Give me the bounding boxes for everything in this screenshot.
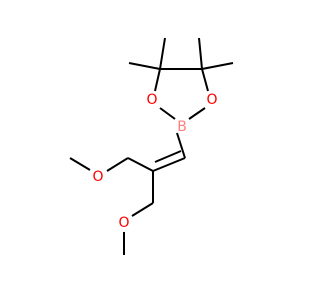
bond-methyl-2 (159, 37, 166, 70)
bond-lines (69, 37, 234, 255)
molecule-structure: B O O O O (69, 37, 234, 255)
bond-o-right-c (201, 68, 209, 92)
bond-o-ch3-upper (69, 157, 91, 171)
atom-oxygen-ring-left: O (146, 92, 157, 108)
bond-c-ch2-upper (127, 157, 154, 172)
bond-methyl-4 (201, 62, 234, 70)
bond-b-o-right (188, 107, 206, 120)
bond-ch2-o-upper (106, 157, 129, 172)
structure-canvas: B O O O O (69, 37, 234, 255)
atom-oxygen-ring-right: O (206, 92, 217, 108)
bond-methyl-1 (128, 62, 161, 70)
bond-o-left-c (154, 68, 161, 92)
bond-b-o-left (159, 107, 176, 120)
bond-b-ch (176, 132, 186, 159)
bond-double-outer (152, 157, 186, 172)
atom-oxygen-ether-upper: O (92, 169, 103, 185)
bond-double-inner (154, 150, 182, 163)
bond-ch2-o-lower (131, 202, 154, 217)
atom-boron: B (177, 119, 187, 135)
atom-oxygen-ether-lower: O (118, 215, 129, 231)
bond-methyl-3 (198, 37, 203, 70)
